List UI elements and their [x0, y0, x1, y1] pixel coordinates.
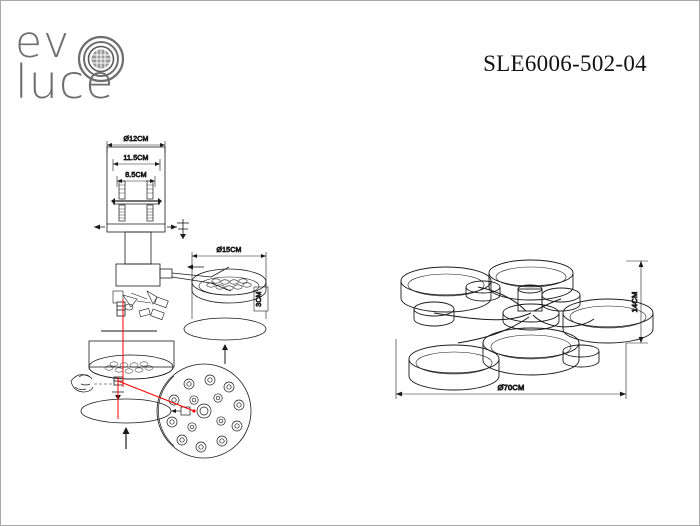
screw-symbol [177, 219, 189, 239]
insert-arrow-up [222, 344, 228, 364]
dim-label-overall-height: 14CM [630, 292, 639, 313]
dim-overall-height [626, 260, 648, 344]
assembly-arrow-right [167, 224, 177, 230]
shade-top-center [488, 259, 574, 301]
central-hub [502, 284, 560, 331]
wiring-annotation-lines [117, 299, 195, 419]
dim-label-overall-diameter: Ø70CM [498, 383, 525, 392]
dim-bracket-span [112, 159, 161, 171]
brand-logo-line1: ev [15, 17, 71, 68]
dim-label-canopy-diameter: Ø12CM [123, 136, 148, 143]
dim-label-shade-diameter: Ø15CM [216, 247, 241, 254]
dim-label-shade-height: 3CM [256, 291, 263, 306]
insert-arrow-lower [122, 427, 130, 449]
dim-label-bracket-hole-span: 8.5CM [125, 172, 147, 179]
concentric-circles-emblem-icon [77, 35, 125, 83]
hand-icon [70, 374, 94, 393]
wiring-endpoint-marker [192, 409, 196, 413]
shade-bottom-left [408, 344, 500, 391]
product-code: SLE6006-502-04 [483, 51, 647, 76]
accent-cylinder-left [413, 301, 455, 327]
assembly-arrow-left [94, 224, 105, 230]
fixture-assembly-view: Ø70CM 14CM [386, 251, 671, 411]
diffuser-ring [183, 317, 267, 341]
dim-overall-diameter [395, 339, 627, 399]
shade-top-left [400, 266, 492, 313]
accent-cylinder-bottom [562, 344, 600, 368]
led-shade-disc [191, 268, 267, 304]
accent-cylinder-top [465, 280, 501, 302]
led-ring-underside [88, 354, 174, 380]
arm-linkage [171, 264, 232, 292]
brand-logo: ev luce [15, 15, 225, 105]
installation-exploded-diagram: Ø12CM 11.5CM 8.5CM [61, 119, 291, 479]
connector-block [116, 301, 126, 317]
shade-right [562, 298, 654, 344]
mounting-bracket [111, 180, 162, 222]
led-plate-detail [156, 363, 252, 459]
dim-shade-height [253, 286, 269, 312]
accent-cylinder-mid [541, 287, 581, 312]
dim-label-bracket-span: 11.5CM [123, 155, 148, 162]
shade-center-bottom [482, 327, 580, 376]
